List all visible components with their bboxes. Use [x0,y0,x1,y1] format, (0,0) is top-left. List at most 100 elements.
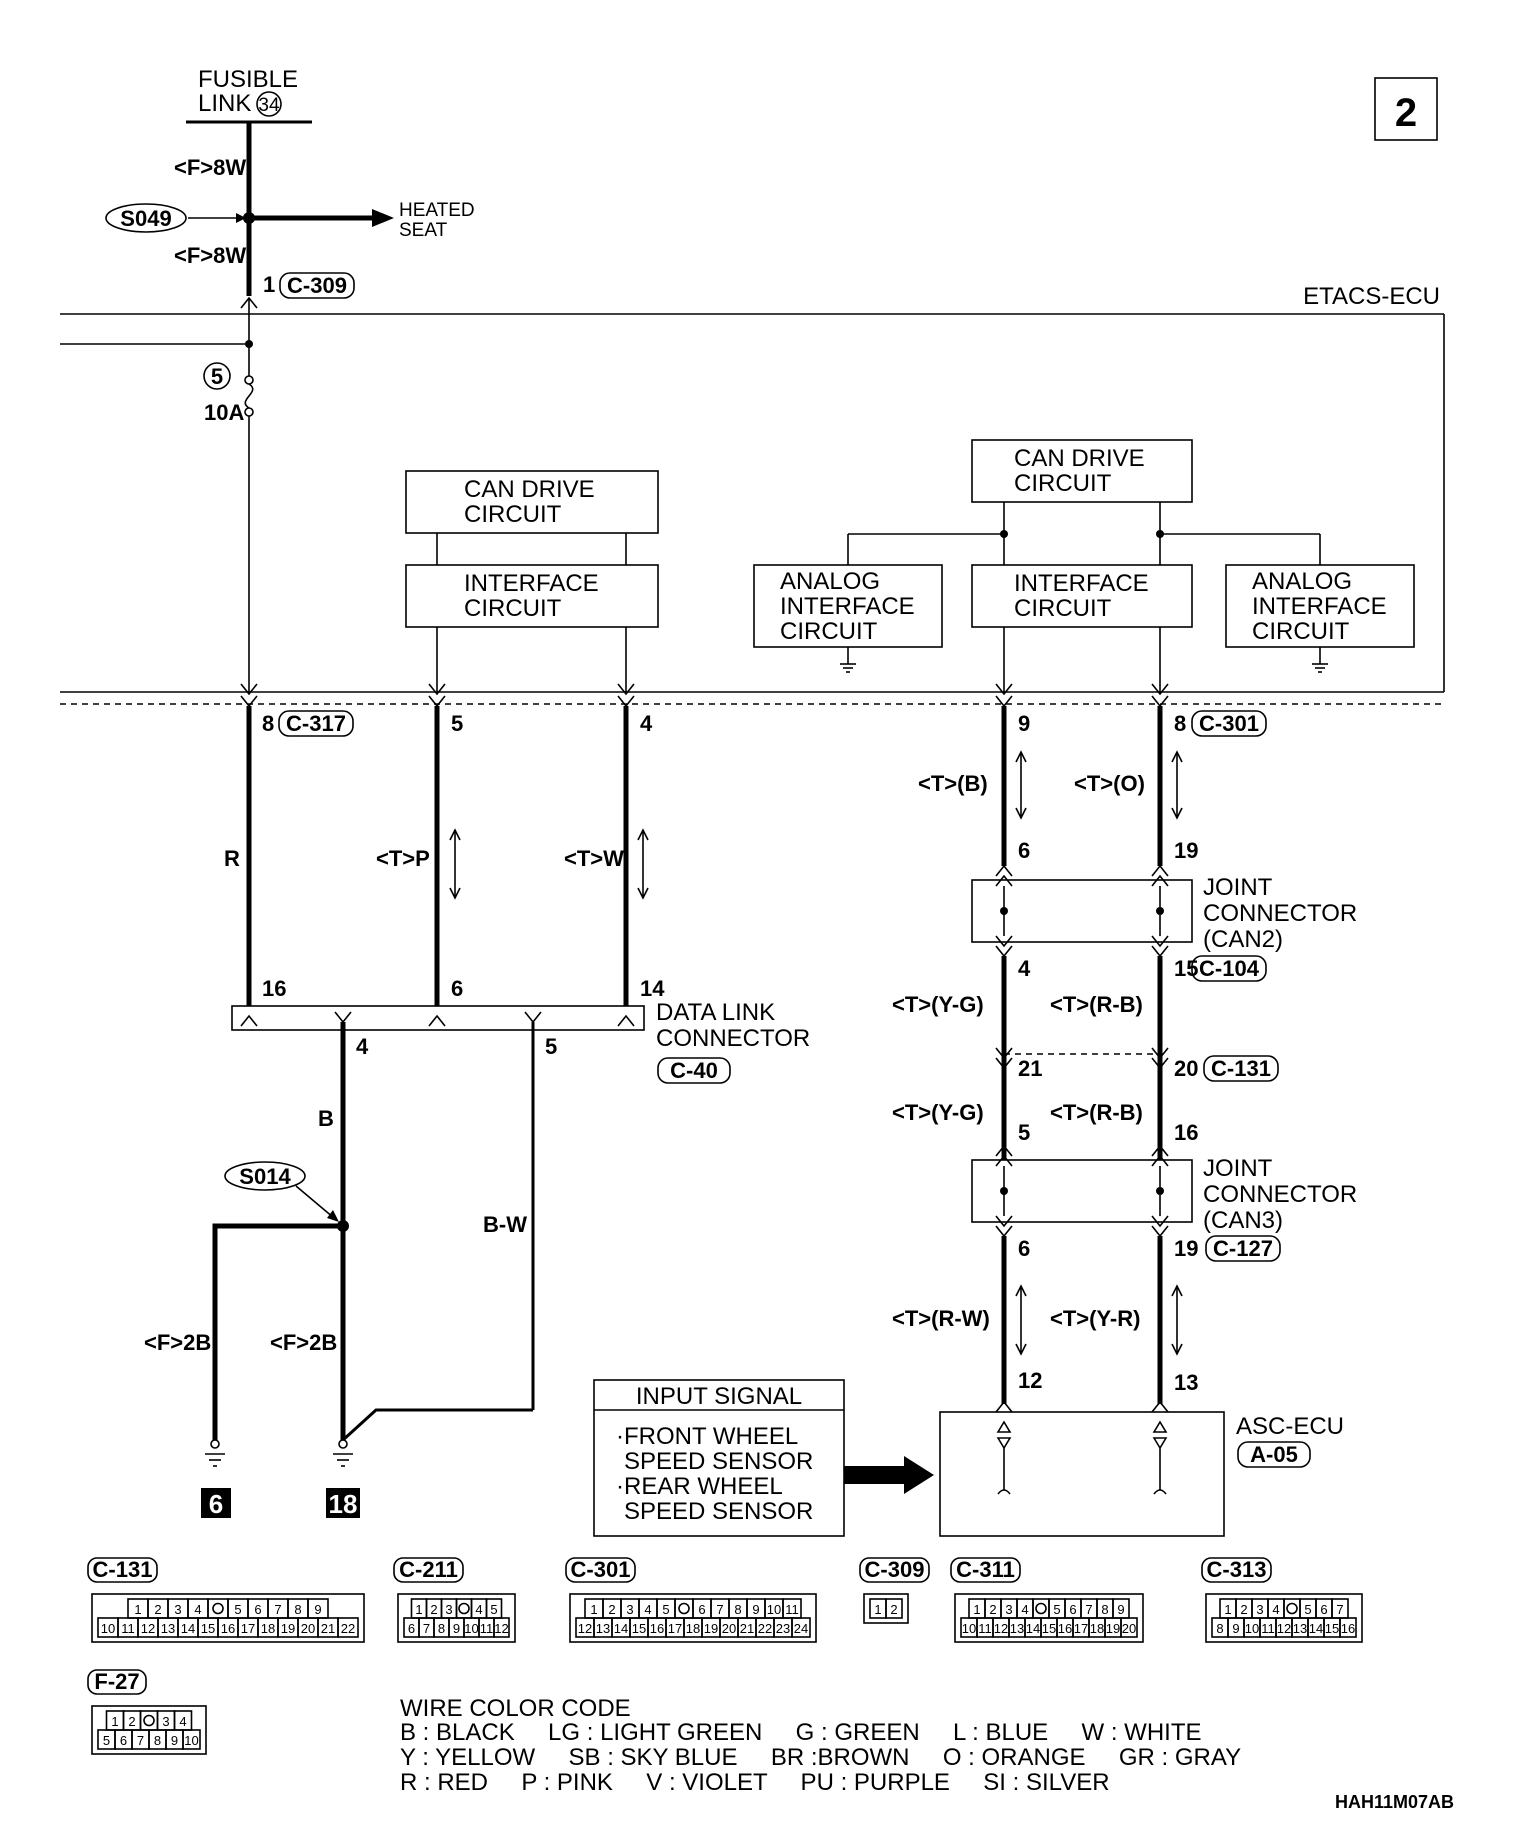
fusible-link-number: 34 [258,95,280,116]
connector-view-pin: 12 [141,1621,155,1636]
fuse-terminal-top [244,375,254,385]
connector-view-cell [1339,1617,1357,1638]
can-drive-right-text-2: CIRCUIT [1014,470,1112,497]
connector-view-lock-icon [212,1602,224,1615]
wire-label-r: R [224,846,240,871]
sheet-number-box [1374,77,1438,141]
connector-view-pin: 12 [578,1621,592,1636]
connector-view-pin: 16 [650,1621,664,1636]
interface-right-text-1: INTERFACE [1014,570,1149,597]
interface-left-text-1: INTERFACE [464,570,599,597]
connector-view-pin: 6 [1069,1602,1076,1617]
connector-view-pin: 2 [989,1602,996,1617]
connector-view-pin: 10 [1245,1621,1259,1636]
connector-view-pin: 18 [261,1621,275,1636]
connector-view-pin: 3 [445,1602,452,1617]
connector-c127-label: C-127 [1213,1236,1273,1261]
joint-dot [1000,907,1008,915]
connector-view-pin: 22 [341,1621,355,1636]
fusible-link-label: FUSIBLE [198,66,298,93]
connector-view-label: C-309 [865,1557,925,1582]
wire-color-code-line-3: R : RED P : PINK V : VIOLET PU : PURPLE … [400,1769,1110,1796]
pin-5: 5 [451,711,463,736]
connector-a05-badge [1237,1441,1311,1468]
connector-view-pin: 8 [154,1733,161,1748]
input-signal-line-3: ·REAR WHEEL [616,1473,783,1500]
connector-view-pin: 10 [767,1602,781,1617]
connector-view-pin: 4 [475,1602,482,1617]
connector-view-pin: 21 [740,1621,754,1636]
connector-view-pin: 10 [464,1621,478,1636]
connector-c40-badge [657,1057,731,1084]
connector-view-pin: 6 [254,1602,261,1617]
wire-label-f2b-left: <F>2B [144,1330,211,1355]
fuse-terminal-bottom [244,407,254,417]
wire-label-trb-1: <T>(R-B) [1050,992,1143,1017]
connector-view-pin: 9 [171,1733,178,1748]
asc-ecu-terminals [995,1400,1169,1495]
fusible-link-label-2: LINK [198,90,251,117]
joint-connector-can2 [971,879,1193,943]
connector-view-label: C-311 [956,1557,1015,1582]
connector-view-pin: 6 [1320,1602,1327,1617]
pin-jc3-in-l: 5 [1018,1120,1030,1145]
connector-view-pin: 5 [103,1733,110,1748]
connector-view-pin: 10 [962,1621,976,1636]
connector-view-pin: 20 [301,1621,315,1636]
jc-can2-label-3: (CAN2) [1203,926,1283,953]
connector-c131-label: C-131 [1211,1056,1271,1081]
wire-label-tyr: <T>(Y-R) [1050,1306,1140,1331]
connector-view-pin: 1 [415,1602,422,1617]
connector-view-cell [1120,1617,1138,1638]
connector-view-lock-icon [1035,1602,1047,1615]
connector-view-cell [493,1617,510,1638]
connector-view-pin: 3 [626,1602,633,1617]
asc-ecu-label: ASC-ECU [1236,1413,1344,1440]
pin-dlc-14: 14 [640,976,665,1001]
connector-view-pin: 3 [162,1714,169,1729]
wire-color-code-line-2: Y : YELLOW SB : SKY BLUE BR :BROWN O : O… [400,1744,1241,1771]
connector-view-badge [859,1557,930,1583]
interface-circuit-left [405,564,659,628]
wire-label-to: <T>(O) [1074,771,1145,796]
connector-view-pin: 6 [698,1602,705,1617]
joint-dot [1156,1187,1164,1195]
pin-dlc-5: 5 [545,1034,557,1059]
connector-c40-label: C-40 [670,1058,718,1083]
connector-c301-badge [1191,710,1267,737]
connector-view-badge [393,1557,464,1583]
pin-jc2-out-l: 4 [1018,956,1031,981]
connector-view-cell [182,1729,201,1750]
connector-view-pin: 8 [734,1602,741,1617]
jc-can2-label-2: CONNECTOR [1203,900,1357,927]
pin-4: 4 [640,711,653,736]
connector-view-pin: 15 [1042,1621,1056,1636]
analog-left-text-3: CIRCUIT [780,618,878,645]
wire-label-f8w-top: <F>8W [174,155,246,180]
sheet-number: 2 [1395,91,1417,135]
pin-c131-r: 20 [1174,1056,1198,1081]
connector-view-pin: 10 [184,1733,198,1748]
connector-view-cell [791,1617,811,1638]
connector-c104-label: C-104 [1199,956,1260,981]
connector-view-pin: 17 [668,1621,682,1636]
connector-view-pin: 3 [1256,1602,1263,1617]
connector-a05-label: A-05 [1250,1442,1298,1467]
ground-icon [205,1439,353,1467]
jc-can2-label-1: JOINT [1203,874,1273,901]
connector-view-lock-icon [678,1602,690,1615]
connector-view-pin: 7 [1085,1602,1092,1617]
pin-jc2-in-l: 6 [1018,838,1030,863]
can-drive-circuit-left [405,470,659,534]
connector-view-pin: 21 [321,1621,335,1636]
wire-label-trb-2: <T>(R-B) [1050,1100,1143,1125]
connector-exit-icons [240,683,1169,708]
pin-9: 9 [1018,711,1030,736]
connector-view-pin: 12 [494,1621,508,1636]
analog-interface-circuit-left [753,564,943,648]
connector-view-pin: 16 [1058,1621,1072,1636]
jc-can3-label-3: (CAN3) [1203,1207,1283,1234]
connector-view-pin: 4 [1021,1602,1028,1617]
connector-view-pin: 1 [590,1602,597,1617]
data-link-connector-label: DATA LINK [656,999,775,1026]
